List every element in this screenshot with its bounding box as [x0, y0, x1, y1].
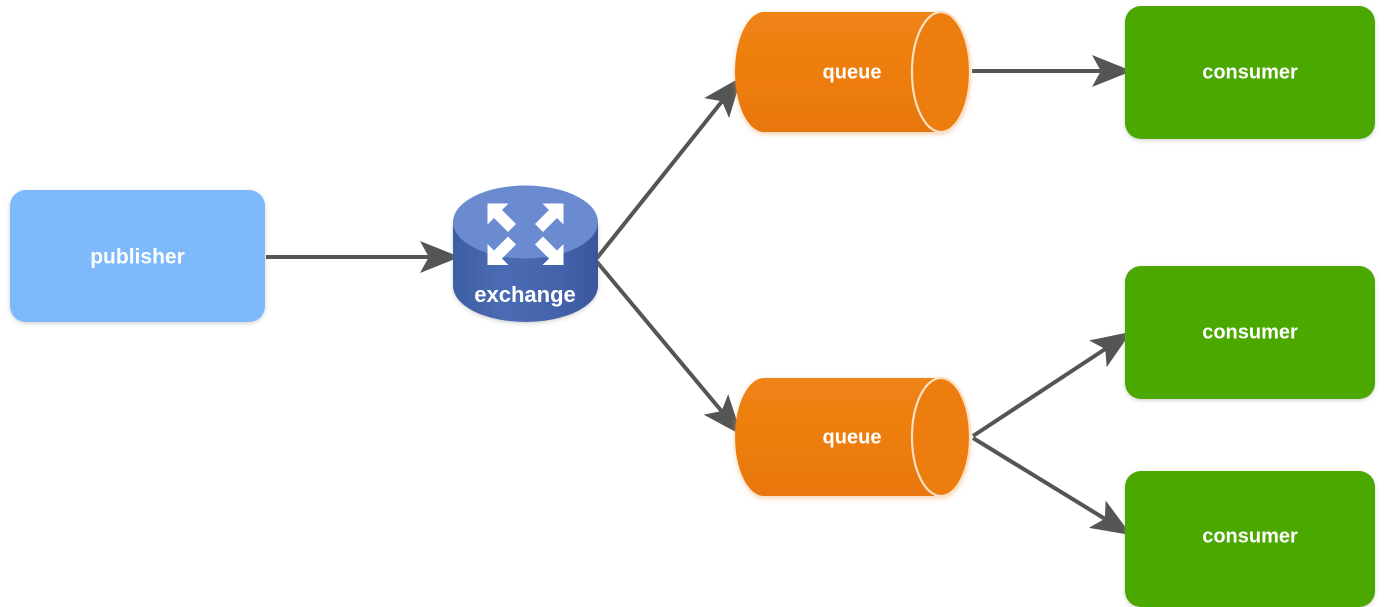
edge-queue-bottom-to-consumer-3: [971, 436, 1132, 536]
consumer-2-box[interactable]: [1125, 266, 1375, 399]
node-exchange[interactable]: exchange: [453, 185, 598, 323]
exchange-cylinder-top[interactable]: [453, 185, 598, 259]
queue-top-cylinder-cap: [910, 10, 972, 134]
publisher-label: publisher: [90, 246, 185, 269]
publisher-box[interactable]: [10, 190, 265, 322]
queue-bottom-label: queue: [823, 426, 882, 448]
node-consumer-3[interactable]: consumer: [1125, 471, 1375, 607]
edge-queue-bottom-to-consumer-2: [971, 331, 1132, 438]
consumer-3-label: consumer: [1202, 525, 1298, 547]
node-publisher[interactable]: publisher: [10, 190, 265, 322]
queue-top-label: queue: [823, 61, 882, 83]
node-consumer-2[interactable]: consumer: [1125, 266, 1375, 399]
node-consumer-1[interactable]: consumer: [1125, 6, 1375, 139]
consumer-1-label: consumer: [1202, 61, 1298, 83]
edge-exchange-to-queue-bottom: [595, 260, 742, 436]
consumer-2-label: consumer: [1202, 321, 1298, 343]
queue-bottom-cylinder-body[interactable]: [735, 378, 970, 496]
consumer-1-box[interactable]: [1125, 6, 1375, 139]
node-queue-top[interactable]: queue: [735, 10, 972, 134]
queue-bottom-cylinder-cap: [910, 376, 972, 498]
queue-top-cylinder-body[interactable]: [735, 12, 970, 132]
node-queue-bottom[interactable]: queue: [735, 376, 972, 498]
edge-exchange-to-queue-top: [595, 76, 742, 260]
consumer-3-box[interactable]: [1125, 471, 1375, 607]
exchange-label: exchange: [474, 282, 576, 307]
edges-group: [266, 55, 1132, 536]
four-way-arrows-icon: [487, 203, 564, 265]
